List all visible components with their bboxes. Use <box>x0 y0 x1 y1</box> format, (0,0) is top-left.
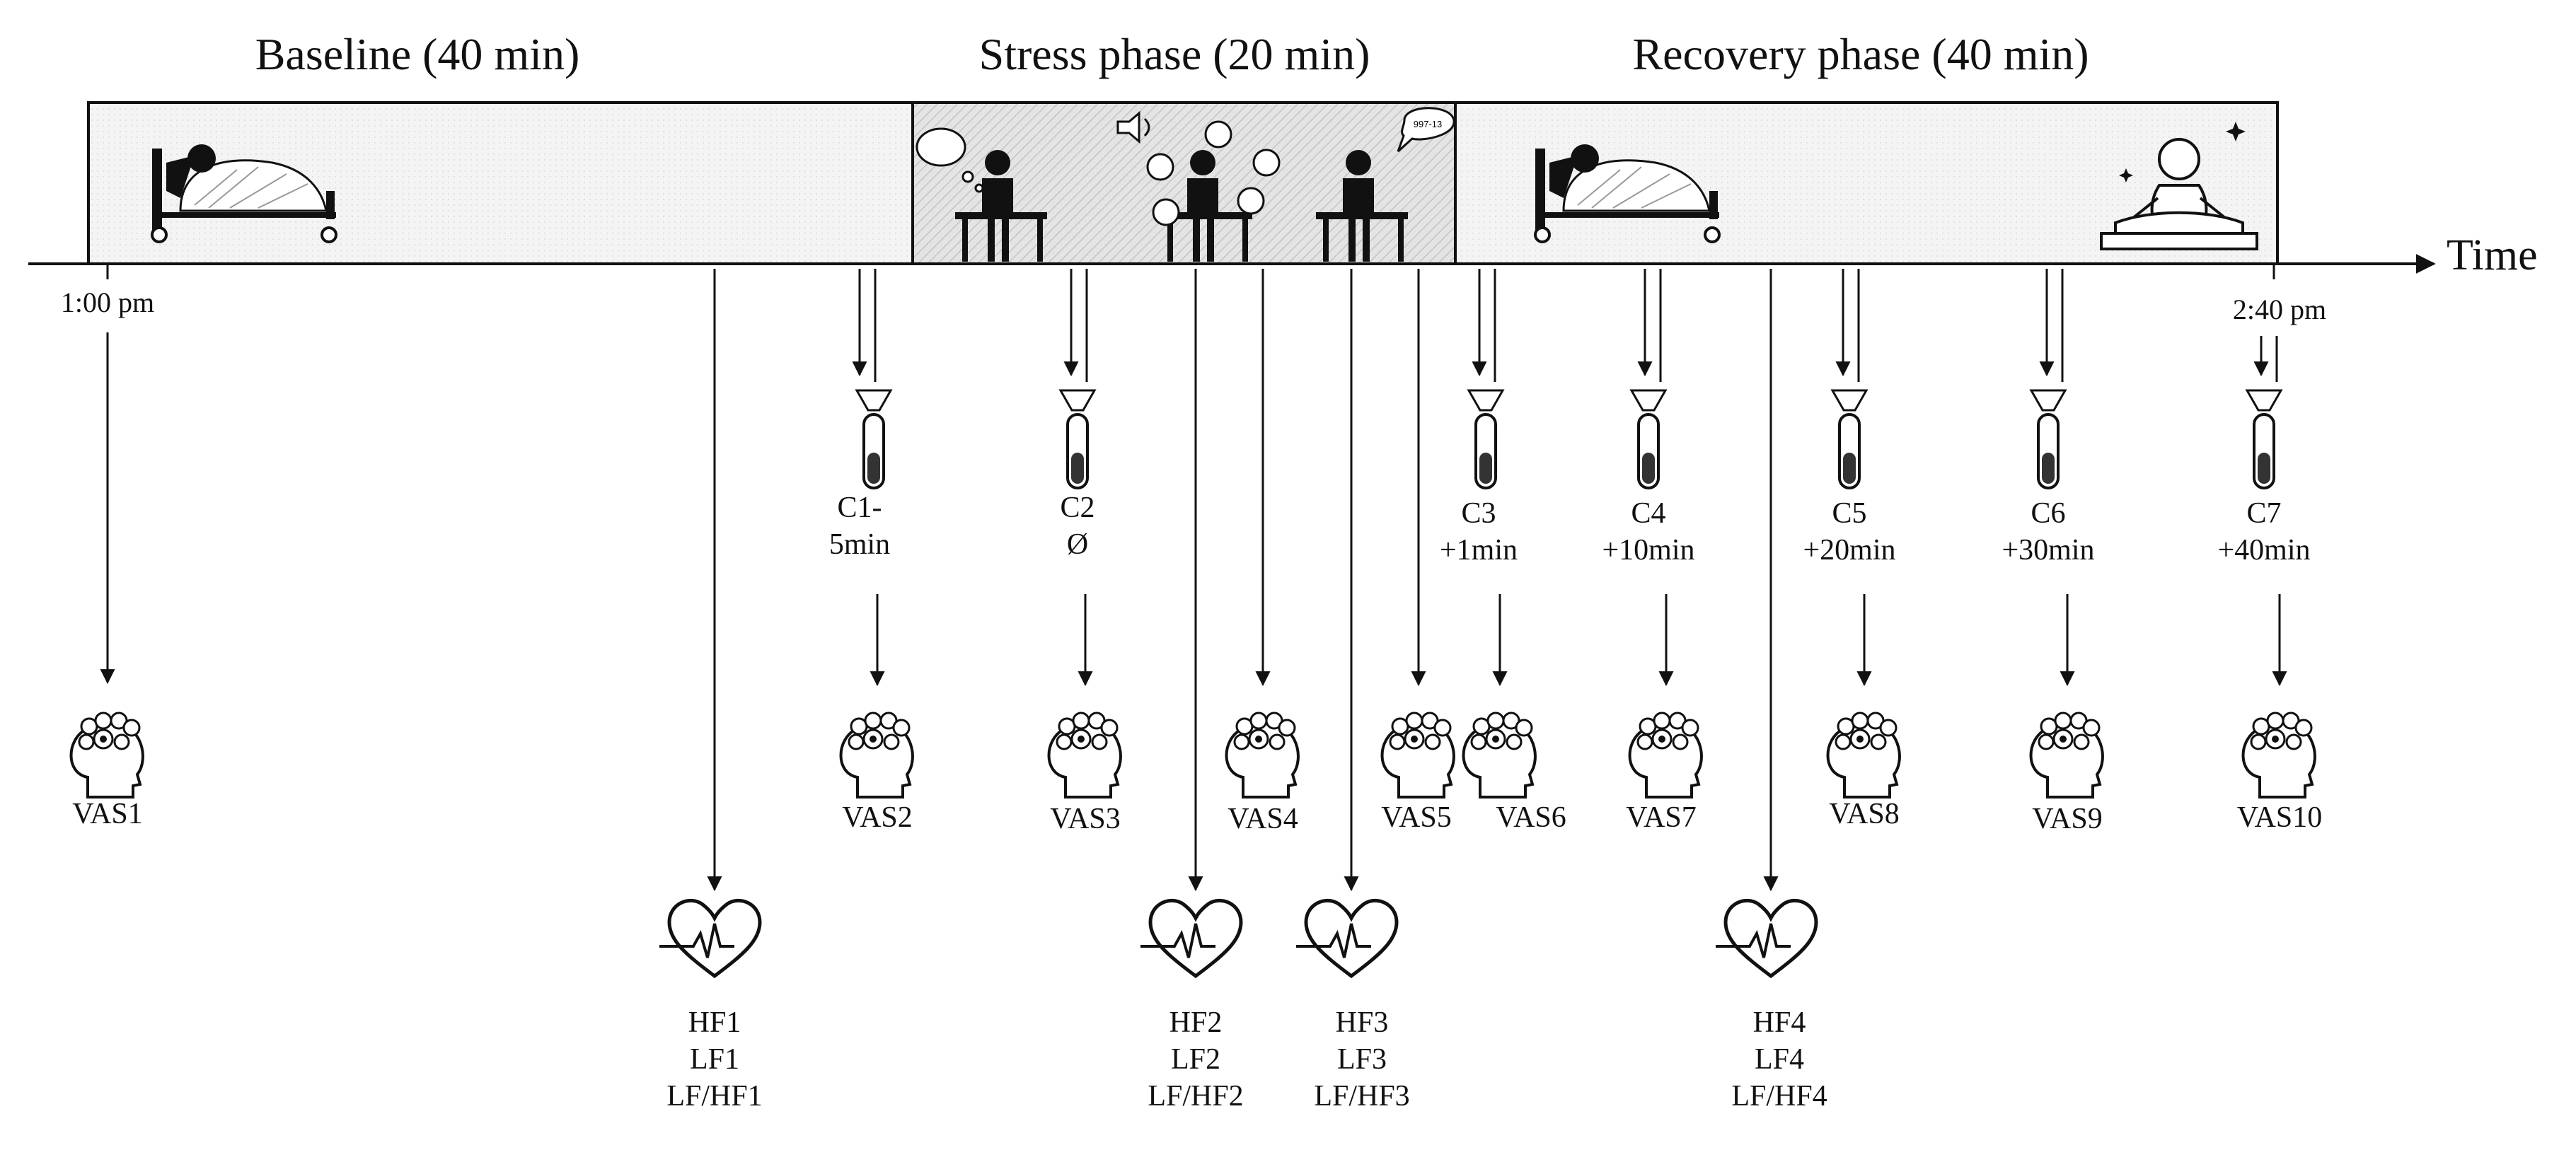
stress-test-illustration: 997-13 <box>916 107 1455 262</box>
vas-label-4: VAS4 <box>1228 803 1298 835</box>
cortisol-name-c1: C1- <box>837 492 882 524</box>
head-icon-vas2 <box>839 712 914 798</box>
start-time-label: 1:00 pm <box>60 286 155 318</box>
cortisol-detail-c5: +20min <box>1803 534 1896 567</box>
vas-label-6: VAS6 <box>1496 801 1566 834</box>
cortisol-detail-c1: 5min <box>828 528 891 561</box>
head-icon-vas6 <box>1462 712 1537 798</box>
hf-label-3: HF3 <box>1335 1006 1389 1039</box>
head-icon-vas1 <box>69 712 144 798</box>
cortisol-name-c4: C4 <box>1631 497 1666 530</box>
baseline-title: Baseline (40 min) <box>255 29 580 79</box>
lf-label-2: LF2 <box>1170 1043 1220 1076</box>
recovery-phase-title: Recovery phase (40 min) <box>1632 29 2089 79</box>
cortisol-detail-c4: +10min <box>1602 534 1695 567</box>
vas-label-9: VAS9 <box>2032 803 2103 835</box>
cortisol-label-c4: C4 +10min <box>1578 495 1719 569</box>
vas-label-3: VAS3 <box>1050 803 1121 835</box>
cortisol-name-c3: C3 <box>1461 497 1496 530</box>
hf-label-2: HF2 <box>1169 1006 1223 1039</box>
end-time-label: 2:40 pm <box>2232 294 2327 325</box>
stress-phase-title: Stress phase (20 min) <box>978 29 1370 79</box>
lf-label-1: LF1 <box>689 1043 739 1076</box>
lf-label-4: LF4 <box>1754 1043 1804 1076</box>
lf-hf-label-1: LF/HF1 <box>666 1080 763 1113</box>
cortisol-label-c6: C6 +30min <box>1977 495 2119 569</box>
cortisol-detail-c7: +40min <box>2217 534 2311 567</box>
cortisol-detail-c6: +30min <box>2002 534 2095 567</box>
cortisol-label-c7: C7 +40min <box>2193 495 2335 569</box>
head-icon-vas5 <box>1380 712 1455 798</box>
hf-label-4: HF4 <box>1752 1006 1806 1039</box>
meditation-illustration <box>2100 122 2258 250</box>
tube-icon-c1 <box>855 389 892 489</box>
heart-rate-icon-4 <box>1716 900 1816 976</box>
head-icon-vas4 <box>1225 712 1300 798</box>
head-icon-vas3 <box>1047 712 1122 798</box>
vas-label-10: VAS10 <box>2236 801 2323 834</box>
head-icon-vas7 <box>1628 712 1703 798</box>
cortisol-name-c5: C5 <box>1832 497 1867 530</box>
cortisol-label-c5: C5 +20min <box>1779 495 1920 569</box>
tube-icon-c3 <box>1467 389 1504 489</box>
vas-label-7: VAS7 <box>1626 801 1697 834</box>
lf-hf-label-3: LF/HF3 <box>1314 1080 1410 1113</box>
heart-rate-icon-3 <box>1296 900 1397 976</box>
vas-label-2: VAS2 <box>842 801 913 834</box>
cortisol-label-c3: C3 +1min <box>1408 495 1549 569</box>
cortisol-name-c2: C2 <box>1060 492 1095 524</box>
tube-icon-c7 <box>2246 389 2282 489</box>
lf-hf-label-4: LF/HF4 <box>1731 1080 1827 1113</box>
vas-label-5: VAS5 <box>1381 801 1452 834</box>
lf-hf-label-2: LF/HF2 <box>1148 1080 1244 1113</box>
heart-rate-icon-2 <box>1140 900 1241 976</box>
vas-label-8: VAS8 <box>1829 798 1900 830</box>
cortisol-detail-c3: +1min <box>1439 534 1518 567</box>
heart-rate-icon-1 <box>659 900 760 976</box>
vas-arrows <box>100 269 2287 687</box>
lf-label-3: LF3 <box>1336 1043 1387 1076</box>
head-icon-vas10 <box>2241 712 2316 798</box>
cortisol-arrows <box>852 269 2278 382</box>
cortisol-label-c1: C1- 5min <box>789 489 930 563</box>
vas-label-1: VAS1 <box>72 798 143 830</box>
hrv-arrows <box>707 269 1779 892</box>
tube-icon-c4 <box>1630 389 1667 489</box>
head-icon-vas9 <box>2029 712 2104 798</box>
speech-bubble-text: 997-13 <box>1414 119 1442 129</box>
cortisol-name-c6: C6 <box>2031 497 2066 530</box>
tube-icon-c2 <box>1059 389 1096 489</box>
time-axis-label: Time <box>2447 231 2538 279</box>
head-icon-vas8 <box>1826 712 1901 798</box>
cortisol-name-c7: C7 <box>2246 497 2282 530</box>
cortisol-detail-c2: Ø <box>1066 528 1089 561</box>
hf-label-1: HF1 <box>688 1006 741 1039</box>
tube-icon-c6 <box>2030 389 2067 489</box>
tube-icon-c5 <box>1831 389 1868 489</box>
